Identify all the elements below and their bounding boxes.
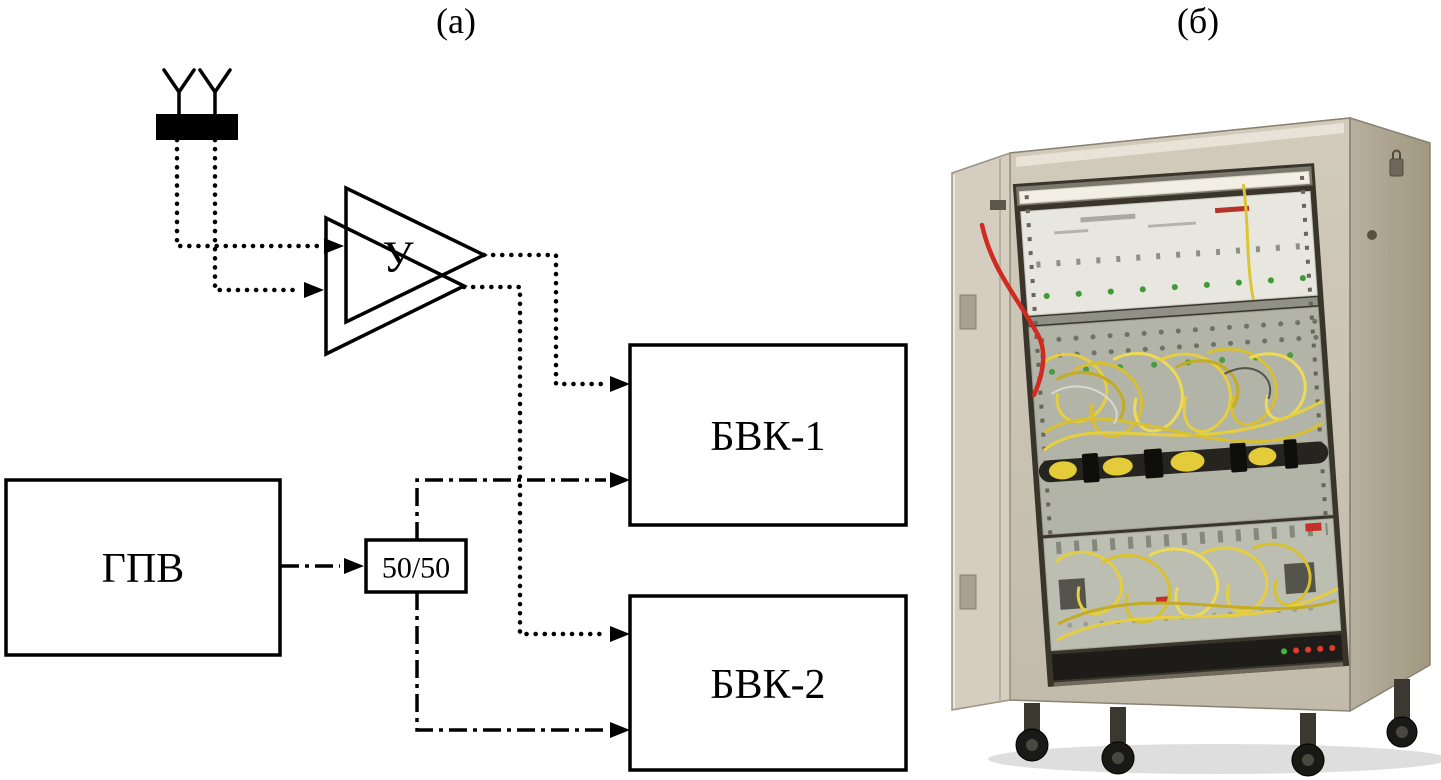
- antenna-element-1: [162, 68, 196, 116]
- door-hinge-top: [959, 294, 977, 330]
- module-top-panel: [1020, 190, 1318, 316]
- gpv-box: [4, 478, 282, 657]
- splitter-box: [364, 538, 468, 594]
- sub-module: [1058, 578, 1087, 610]
- antenna-to-amplifier-paths: [174, 137, 344, 298]
- arrowhead: [344, 558, 364, 574]
- fiber-cables-upper: [1040, 347, 1324, 452]
- splitter-label: 50/50: [382, 552, 450, 585]
- panel-text-mark: [1080, 213, 1136, 223]
- bvk1-block: БВК-1: [628, 343, 908, 527]
- arrowhead: [304, 282, 324, 298]
- splitter-block: 50/50: [364, 538, 468, 594]
- caster-wheel: [1291, 713, 1325, 777]
- antenna-element-2: [198, 68, 232, 116]
- bundle-fiber: [1170, 451, 1205, 472]
- module-bottom-panel: [1043, 518, 1342, 652]
- panel-red-mark: [1305, 522, 1322, 532]
- vent-panel: [1051, 634, 1343, 681]
- bundle-connector: [1081, 453, 1100, 483]
- red-cable: [979, 222, 1046, 398]
- floor-shadow: [988, 744, 1441, 774]
- fiber-cables-lower: [1054, 542, 1339, 642]
- connector-row: [1040, 334, 1319, 359]
- bvk1-box: [628, 343, 908, 527]
- hanging-fiber: [1241, 183, 1255, 300]
- green-connector-row: [1043, 274, 1310, 300]
- bundle-fiber: [1102, 457, 1133, 476]
- signal-path-dotted-2: [212, 137, 303, 293]
- equipment-rack-photo: [951, 116, 1441, 777]
- rack-lamp: [1018, 170, 1310, 205]
- caster-wheels: [1015, 679, 1418, 777]
- signal-path-dotted-1: [174, 137, 323, 249]
- lock-icon: [1389, 158, 1404, 177]
- arrowhead: [610, 722, 630, 738]
- side-hole: [1367, 230, 1377, 240]
- rack-rail-right: [1299, 175, 1338, 657]
- bvk2-box: [628, 594, 908, 772]
- door-face: [951, 151, 1011, 711]
- amplifier-triangle-front: [344, 185, 489, 325]
- antenna-base: [156, 114, 238, 140]
- panel-a-label: (а): [436, 1, 476, 41]
- rack-cabinet: [951, 116, 1431, 713]
- rack-interior: [1012, 163, 1350, 687]
- green-led: [1281, 648, 1288, 655]
- signal-path-dotted-4: [461, 284, 609, 637]
- bundle-connector: [1229, 442, 1248, 473]
- signal-path-dashdot-2: [415, 478, 606, 540]
- arrowhead: [610, 376, 630, 392]
- caster-wheel: [1101, 707, 1135, 775]
- frame-glare: [1016, 123, 1344, 167]
- bundle-connector: [1283, 439, 1299, 469]
- rack-module-top: [1020, 190, 1318, 316]
- vent-body: [1051, 634, 1343, 681]
- bvk2-label: БВК-2: [710, 662, 825, 708]
- rack-rail-strip: [1028, 297, 1318, 326]
- panel-red-mark: [1155, 596, 1169, 604]
- amplifier-triangle-rear: [324, 215, 468, 357]
- bundle-fiber: [1248, 447, 1277, 466]
- bvk1-label: БВК-1: [710, 414, 825, 460]
- block-diagram: У ГПВ 50/50: [4, 68, 908, 772]
- caster-wheel: [1015, 703, 1049, 762]
- panel-text-mark: [1054, 229, 1089, 235]
- door-panel: [951, 151, 1011, 711]
- arrowhead: [610, 626, 630, 642]
- panel-b-label: (б): [1176, 1, 1220, 41]
- amplifier-to-bvk-paths: [461, 252, 630, 642]
- lock-shackle: [1392, 149, 1401, 159]
- antenna-icon: [156, 68, 238, 140]
- rack-rail-left: [1024, 195, 1063, 677]
- door-hinge-bottom: [959, 574, 977, 610]
- bundle-fiber: [1048, 461, 1077, 480]
- amplifier-label: У: [382, 233, 414, 282]
- gpv-to-splitter-paths: [281, 472, 630, 738]
- signal-path-dotted-3: [481, 252, 609, 387]
- panel-text-mark: [1147, 221, 1197, 228]
- side-hardware: [1367, 149, 1404, 240]
- gpv-block: ГПВ: [4, 478, 282, 657]
- door-latch: [990, 200, 1006, 210]
- panel-red-mark: [1214, 205, 1250, 214]
- signal-path-dashdot-3: [415, 592, 606, 732]
- arrowhead: [610, 472, 630, 488]
- gpv-label: ГПВ: [102, 546, 185, 592]
- amplifier-symbol: У: [324, 185, 489, 357]
- connector-row: [1039, 318, 1318, 344]
- bottom-rail: [1053, 662, 1344, 687]
- fiber-bundle: [1038, 439, 1329, 483]
- arrowhead: [324, 238, 344, 254]
- bundle-connector: [1143, 448, 1164, 479]
- caster-wheel: [1386, 679, 1418, 748]
- bvk2-block: БВК-2: [628, 594, 908, 772]
- rack-module-bottom: [1043, 518, 1342, 652]
